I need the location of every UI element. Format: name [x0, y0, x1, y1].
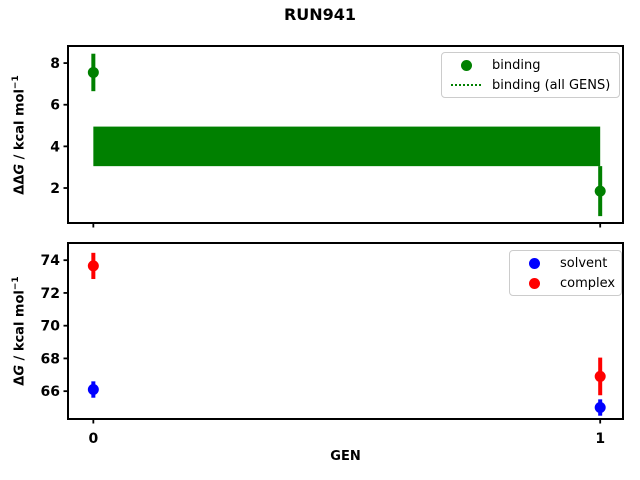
legend-marker-shape	[528, 257, 540, 269]
y-tick-label: 72	[41, 286, 60, 302]
data-point-complex-gen1	[594, 370, 606, 382]
data-point-solvent-gen0	[87, 384, 99, 396]
plot-frame	[67, 45, 624, 224]
y-tick-label: 2	[50, 181, 60, 197]
legend-dotted-line-icon	[450, 84, 482, 86]
legend-label: solvent	[560, 255, 608, 271]
legend-label: complex	[560, 275, 616, 291]
ylabel-top-symbol: ΔΔ	[12, 174, 28, 195]
y-tick-label: 66	[41, 384, 60, 400]
y-tick-label: 70	[41, 319, 61, 335]
legend-row-binding-all-gens-: binding (all GENS)	[450, 75, 611, 95]
x-tick-label: 0	[88, 431, 98, 447]
data-point-binding-gen0	[87, 66, 99, 78]
y-axis-label-top: ΔΔG / kcal mol−1	[11, 46, 31, 224]
data-point-solvent-gen1	[594, 402, 606, 414]
x-axis-label: GEN	[330, 449, 361, 464]
ylabel-bottom-unit: / kcal mol	[12, 290, 28, 365]
legend-label: binding (all GENS)	[492, 77, 611, 93]
y-tick-label: 74	[41, 253, 61, 269]
legend-row-binding: binding	[450, 55, 611, 75]
uncertainty-band-binding (all GENS)	[93, 126, 601, 167]
legend-marker-shape	[528, 277, 540, 289]
y-tick-label: 6	[50, 98, 60, 114]
x-tick-label: 1	[595, 431, 605, 447]
ylabel-top-variable: G	[12, 163, 28, 175]
legend-top-plot: binding binding (all GENS)	[441, 52, 620, 98]
y-tick-label: 8	[50, 56, 60, 72]
legend-bottom-plot: solvent complex	[509, 250, 622, 296]
ylabel-top-exponent: −1	[11, 75, 21, 90]
legend-marker-shape	[460, 59, 472, 71]
legend-row-complex: complex	[518, 273, 616, 293]
figure-title: RUN941	[283, 5, 357, 24]
legend-label: binding	[492, 57, 541, 73]
legend-row-solvent: solvent	[518, 253, 613, 273]
legend-circle-marker-icon	[450, 59, 482, 71]
legend-circle-marker-icon	[518, 277, 550, 289]
ylabel-bottom-exponent: −1	[11, 276, 21, 291]
data-point-binding-gen1	[594, 185, 606, 197]
y-tick-label: 4	[50, 139, 60, 155]
ylabel-bottom-variable: G	[12, 364, 28, 376]
y-tick-label: 68	[41, 351, 60, 367]
plot-frame	[67, 242, 624, 420]
legend-circle-marker-icon	[518, 257, 550, 269]
y-axis-label-bottom: ΔG / kcal mol−1	[11, 242, 31, 420]
ylabel-bottom-symbol: Δ	[12, 375, 28, 386]
ylabel-top-unit: / kcal mol	[12, 89, 28, 164]
legend-marker-shape	[451, 84, 481, 86]
data-point-complex-gen0	[87, 260, 99, 272]
